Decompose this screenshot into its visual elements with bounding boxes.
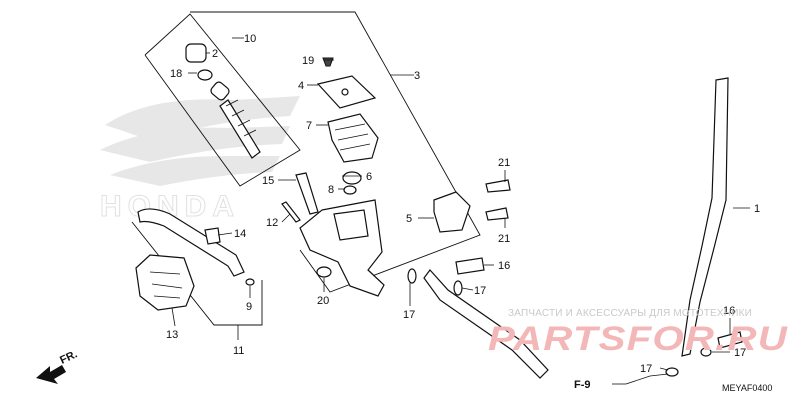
callout-13: 13 [166, 329, 178, 341]
brake-lever [137, 208, 245, 277]
callout-21-lower: 21 [498, 233, 510, 245]
honda-wing-logo: HONDA [100, 96, 300, 224]
lever-pivot-screw [204, 227, 221, 245]
lever-spring [281, 201, 301, 223]
sealing-washer-d [700, 347, 712, 357]
figure-reference: F-9 [574, 379, 591, 391]
callout-17-left: 17 [403, 309, 415, 321]
frame-master-cylinder [190, 11, 481, 293]
bolt-21-upper [485, 179, 511, 193]
master-cylinder-holder [433, 191, 471, 233]
callout-8: 8 [328, 184, 334, 196]
callout-5: 5 [406, 213, 412, 225]
callout-17-lower-right: 17 [734, 347, 746, 359]
front-arrow-icon: FR. [36, 348, 79, 384]
pivot-bolt [295, 172, 319, 215]
callout-10: 10 [244, 33, 256, 45]
piston [210, 81, 230, 101]
sealing-washer-b [453, 280, 463, 296]
callout-15: 15 [262, 175, 274, 187]
screw-19 [322, 57, 334, 67]
leader-lines [171, 37, 750, 385]
callout-17-right: 17 [474, 285, 486, 297]
front-label: FR. [58, 348, 79, 366]
nut-9 [245, 278, 255, 286]
callout-19: 19 [302, 55, 314, 67]
lever-cover [135, 254, 195, 311]
callout-21-upper: 21 [498, 157, 510, 169]
hose-fitting-upper [423, 269, 549, 379]
callout-11: 11 [233, 345, 244, 357]
grommet [342, 171, 362, 185]
watermark-caption: ЗАПЧАСТИ И АКСЕССУАРЫ ДЛЯ МОТОТЕХНИКИ [508, 308, 752, 319]
oil-bolt-16-lower [717, 331, 743, 349]
sealing-washer-c [665, 367, 679, 377]
bolt-21-lower [485, 207, 509, 221]
callout-14: 14 [234, 228, 246, 240]
callout-20: 20 [317, 295, 329, 307]
callout-16-upper: 16 [498, 260, 510, 272]
watermark-brand: PARTSFOR.RU [488, 320, 789, 358]
diaphragm [327, 113, 379, 163]
piston-spring [219, 99, 261, 159]
washer-20 [316, 266, 332, 278]
brake-hose [681, 77, 729, 357]
callout-1: 1 [754, 203, 760, 215]
callout-2: 2 [212, 48, 218, 60]
callout-9: 9 [246, 301, 252, 313]
oil-bolt-16-upper [455, 257, 485, 275]
diagram-code: MEYAF0400 [722, 383, 772, 393]
callout-18: 18 [170, 68, 182, 80]
callout-7: 7 [306, 120, 312, 132]
circlip [197, 69, 213, 81]
callout-6: 6 [366, 171, 372, 183]
callout-4: 4 [298, 80, 304, 92]
boot [185, 43, 207, 63]
sealing-washer-a [407, 268, 417, 284]
callout-3: 3 [414, 70, 420, 82]
callout-16-lower: 16 [723, 305, 735, 317]
frame-piston-set [144, 13, 301, 187]
callout-12: 12 [266, 217, 278, 229]
nut-8 [343, 185, 357, 195]
callout-17-bottom: 17 [640, 363, 652, 375]
